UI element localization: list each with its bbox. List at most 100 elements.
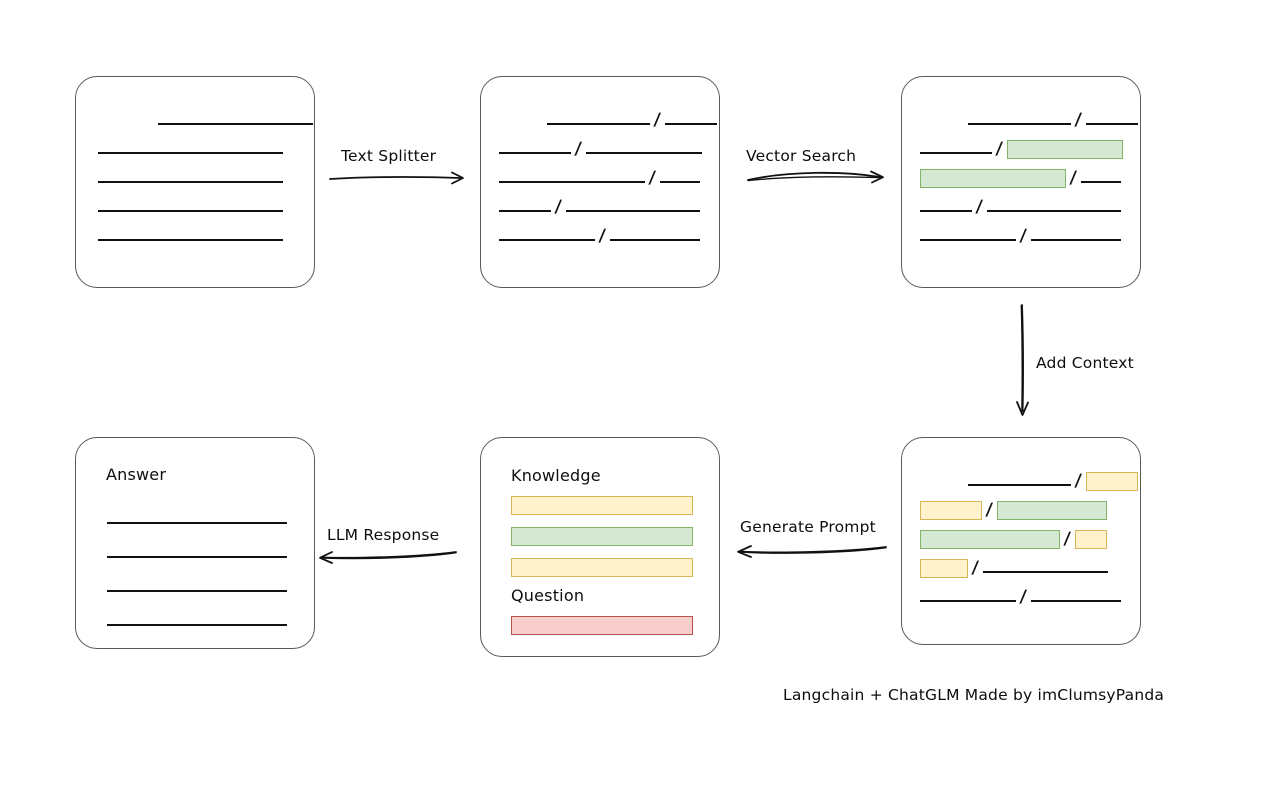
segment-separator: / [554,197,563,217]
segment-separator: / [598,226,607,246]
segment-separator: / [971,558,980,578]
text-line [920,600,1016,602]
text-row [98,140,283,158]
chunk-box-yellow [920,500,982,520]
text-line [98,152,283,154]
text-row: / [499,139,703,159]
text-row: / [499,168,701,188]
text-line [1031,600,1122,602]
node-source-document[interactable] [75,76,315,288]
text-line [107,590,287,592]
text-line [586,152,703,154]
text-line [499,152,571,154]
node-prompt[interactable]: Knowledge Question [480,437,720,657]
edge-label-llm-response: LLM Response [327,526,440,544]
text-row: / [968,471,1139,491]
arrow-generate-prompt [736,542,888,560]
text-line [107,556,287,558]
text-line [920,152,992,154]
edge-label-generate-prompt: Generate Prompt [740,518,876,536]
text-line [107,624,287,626]
text-row [98,169,283,187]
text-row: / [920,587,1122,607]
segment-separator: / [1063,529,1072,549]
text-row [107,544,287,562]
segment-separator: / [1019,587,1028,607]
text-row [107,510,287,528]
question-heading: Question [511,586,585,605]
segment-separator: / [1019,226,1028,246]
split-chunks-rows: / / / / / [481,77,719,287]
text-row: / [547,110,718,130]
segment-separator: / [653,110,662,130]
text-row: / [920,197,1122,217]
text-line [158,123,313,125]
node-answer[interactable]: Answer [75,437,315,649]
edge-label-text-splitter: Text Splitter [341,147,437,165]
text-row: / [499,197,701,217]
text-row: / [499,226,701,246]
text-line [920,210,972,212]
text-line [499,239,595,241]
text-line [968,484,1071,486]
text-row: / [920,226,1122,246]
answer-rows [76,438,314,648]
context-chunks-rows: / / / / / [902,438,1140,644]
text-line [1086,123,1139,125]
chunk-box-yellow [920,558,968,578]
text-row: / [920,139,1124,159]
text-row: / [968,110,1139,130]
chunk-box-green [920,529,1060,549]
text-row: / [920,529,1108,549]
knowledge-heading: Knowledge [511,466,601,485]
segment-separator: / [995,139,1004,159]
text-line [547,123,650,125]
segment-separator: / [1069,168,1078,188]
text-line [98,210,283,212]
knowledge-bar [511,496,693,515]
question-bar [511,616,693,635]
text-line [98,239,283,241]
text-line [499,210,551,212]
text-row [158,111,313,129]
text-line [920,239,1016,241]
text-line [660,181,701,183]
arrow-llm-response [318,548,458,566]
segment-separator: / [1074,471,1083,491]
text-row [98,198,283,216]
segment-separator: / [574,139,583,159]
text-line [107,522,287,524]
knowledge-bar [511,558,693,577]
arrow-vector-search [747,168,890,186]
segment-separator: / [975,197,984,217]
chunk-box-green [1007,139,1124,159]
text-line [499,181,645,183]
text-line [1081,181,1122,183]
text-line [665,123,718,125]
text-row: / [920,168,1122,188]
chunk-box-yellow [1086,471,1139,491]
text-line [566,210,701,212]
text-line [987,210,1122,212]
diagram-caption: Langchain + ChatGLM Made by imClumsyPand… [783,686,1165,704]
node-matched-chunks[interactable]: / / / / / [901,76,1141,288]
edge-label-vector-search: Vector Search [746,147,857,165]
segment-separator: / [648,168,657,188]
arrow-add-context [1013,304,1033,420]
text-line [98,181,283,183]
matched-chunks-rows: / / / / / [902,77,1140,287]
source-document-rows [76,77,314,287]
text-row [107,612,287,630]
text-line [610,239,701,241]
segment-separator: / [1074,110,1083,130]
segment-separator: / [985,500,994,520]
text-line [968,123,1071,125]
edge-label-add-context: Add Context [1036,354,1134,372]
node-split-chunks[interactable]: / / / / / [480,76,720,288]
node-context-chunks[interactable]: / / / / / [901,437,1141,645]
arrow-text-splitter [329,170,470,186]
chunk-box-green [997,500,1108,520]
answer-heading: Answer [106,465,167,484]
knowledge-bar [511,527,693,546]
